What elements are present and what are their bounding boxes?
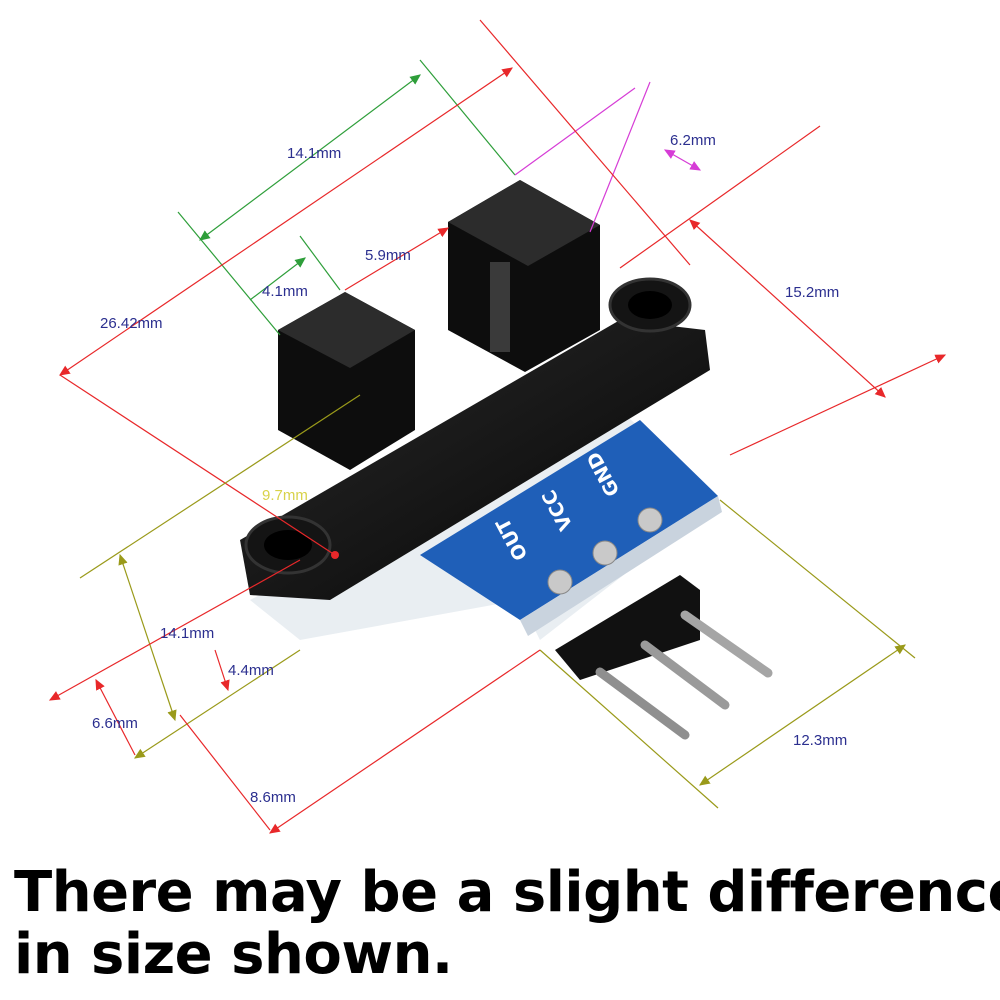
dimension-lines	[48, 19, 947, 834]
dim-thickness: 4.4mm	[228, 662, 274, 679]
dim-gap: 5.9mm	[365, 247, 411, 264]
dim-pin-length: 12.3mm	[793, 732, 847, 749]
dim-board-width: 8.6mm	[250, 789, 296, 806]
dim-overall-length: 26.42mm	[100, 315, 163, 332]
dim-top-width: 14.1mm	[287, 145, 341, 162]
sensor-diagram: OUT VCC GND 14.1mm 6.2mm 26.42mm 5.9mm	[48, 19, 947, 834]
caption: There may be a slight difference in size…	[14, 860, 1000, 987]
caption-line-1: There may be a slight difference	[14, 860, 1000, 925]
pcb-board	[250, 410, 722, 640]
dim-bottom-width: 14.1mm	[160, 625, 214, 642]
dim-height: 9.7mm	[262, 487, 308, 504]
caption-line-2: in size shown.	[14, 922, 453, 987]
dim-slot-width: 6.2mm	[670, 132, 716, 149]
dim-arm-width: 4.1mm	[262, 283, 308, 300]
dim-depth: 15.2mm	[785, 284, 839, 301]
dim-base-height: 6.6mm	[92, 715, 138, 732]
